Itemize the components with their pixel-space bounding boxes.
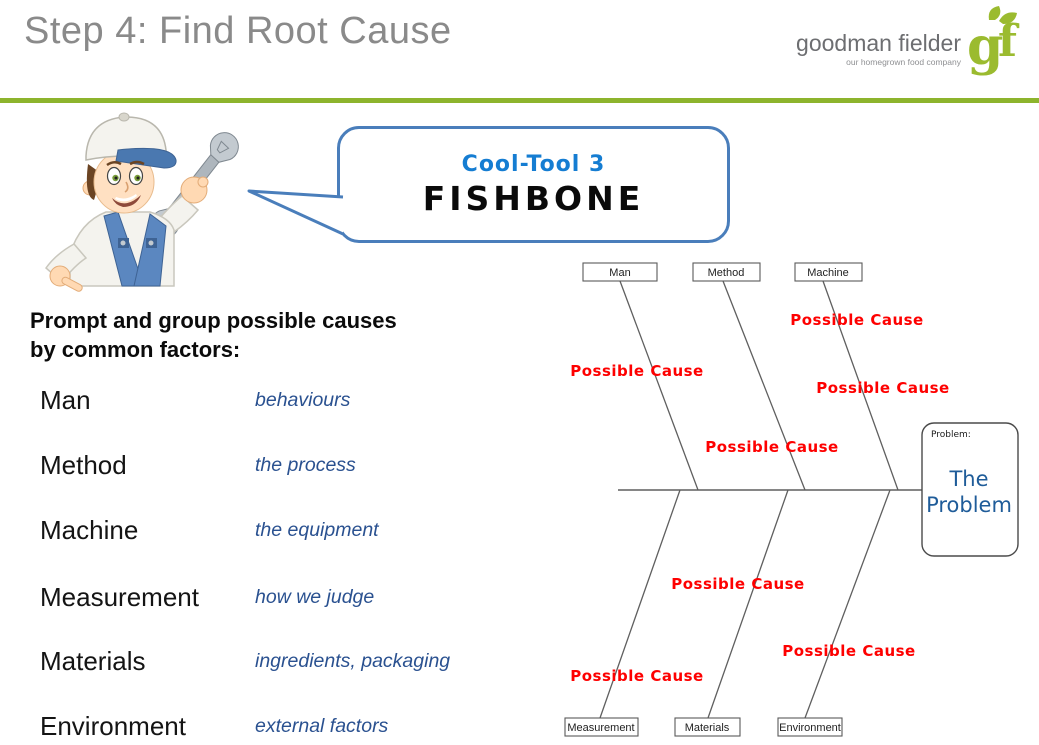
- factor-label: Man: [40, 385, 91, 415]
- speech-bubble: Cool-Tool 3 FISHBONE: [337, 126, 730, 243]
- intro-line-2: by common factors:: [30, 337, 241, 363]
- mechanic-nose: [124, 181, 129, 193]
- category-label-man: Man: [609, 267, 630, 279]
- factor-row-measurement: Measurement how we judge: [40, 582, 510, 613]
- factor-description: how we judge: [255, 586, 375, 608]
- category-box-materials: [674, 717, 741, 737]
- factor-label: Materials: [40, 646, 146, 676]
- factor-row-man: Man behaviours: [40, 385, 510, 416]
- bone-method: [722, 280, 806, 491]
- speech-bubble-tail: [247, 189, 344, 236]
- factor-label: Measurement: [40, 582, 199, 612]
- mechanic-illustration: [44, 112, 239, 292]
- gf-monogram-icon: g f: [967, 6, 1020, 77]
- factor-label: Method: [40, 450, 127, 480]
- bone-materials: [707, 489, 789, 719]
- possible-cause-label: Possible Cause: [671, 575, 804, 593]
- category-box-method: [692, 262, 761, 282]
- bone-measurement: [599, 489, 681, 719]
- problem-text-line2: Problem: [926, 493, 1012, 517]
- logo-tagline: our homegrown food company: [846, 57, 961, 67]
- bone-machine: [822, 280, 899, 491]
- factor-description: the process: [255, 454, 356, 476]
- svg-text:f: f: [998, 16, 1020, 67]
- page-title: Step 4: Find Root Cause: [24, 10, 452, 52]
- possible-cause-label: Possible Cause: [790, 311, 923, 329]
- svg-text:g: g: [967, 16, 1003, 77]
- possible-cause-label: Possible Cause: [705, 438, 838, 456]
- category-box-machine: [794, 262, 863, 282]
- factor-description: the equipment: [255, 519, 379, 541]
- category-label-method: Method: [708, 267, 745, 279]
- possible-cause-label: Possible Cause: [570, 667, 703, 685]
- category-box-environment: [777, 717, 843, 737]
- problem-box: [921, 422, 1019, 557]
- mechanic-smile: [112, 195, 141, 207]
- factor-row-materials: Materials ingredients, packaging: [40, 646, 510, 677]
- factor-description: ingredients, packaging: [255, 650, 451, 672]
- factor-label: Environment: [40, 711, 186, 741]
- factor-description: behaviours: [255, 389, 351, 411]
- fishbone-label: FISHBONE: [422, 178, 645, 218]
- factor-row-machine: Machine the equipment: [40, 515, 510, 546]
- problem-heading: Problem:: [931, 430, 971, 440]
- category-label-materials: Materials: [685, 722, 730, 734]
- goodman-fielder-logo: goodman fielder our homegrown food compa…: [796, 6, 1027, 80]
- factor-row-method: Method the process: [40, 450, 510, 481]
- factor-row-environment: Environment external factors: [40, 711, 510, 742]
- fishbone-diagram: Man Method Machine Measurement Materials…: [564, 262, 1019, 737]
- category-box-measurement: [564, 717, 639, 737]
- bone-environment: [804, 489, 891, 719]
- problem-text-line1: The: [948, 467, 988, 491]
- logo-name: goodman fielder: [796, 30, 961, 56]
- factor-label: Machine: [40, 515, 139, 545]
- possible-cause-label: Possible Cause: [816, 379, 949, 397]
- possible-cause-label: Possible Cause: [782, 642, 915, 660]
- category-label-machine: Machine: [807, 267, 849, 279]
- category-box-man: [582, 262, 658, 282]
- intro-text: Prompt and group possible causes by comm…: [30, 306, 397, 365]
- pointing-finger: [61, 276, 83, 292]
- category-label-measurement: Measurement: [567, 722, 634, 734]
- bone-man: [619, 280, 699, 491]
- logo-text: goodman fielder our homegrown food compa…: [796, 30, 961, 68]
- header-divider: [0, 98, 1039, 103]
- factor-description: external factors: [255, 715, 389, 737]
- possible-cause-label: Possible Cause: [570, 362, 703, 380]
- category-label-environment: Environment: [779, 722, 841, 734]
- intro-line-1: Prompt and group possible causes: [30, 308, 397, 333]
- cool-tool-label: Cool-Tool 3: [461, 151, 606, 177]
